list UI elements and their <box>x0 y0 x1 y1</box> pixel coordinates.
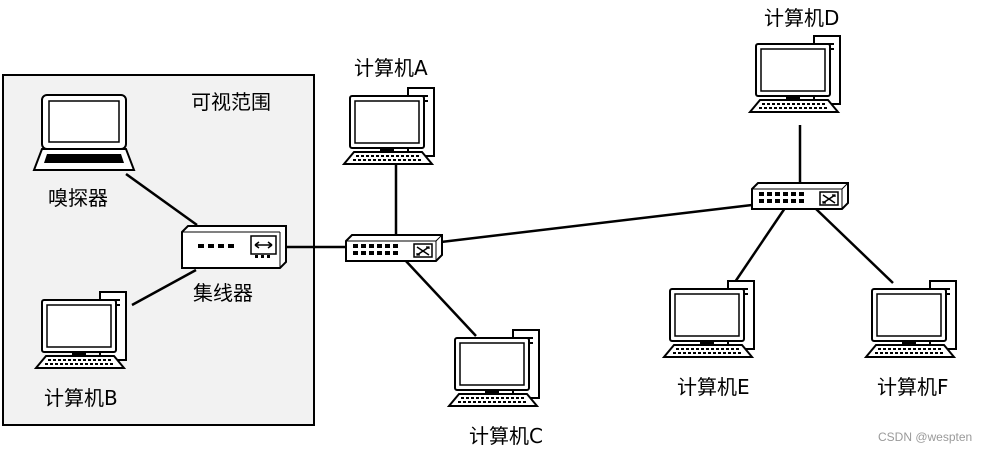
hub-label: 集线器 <box>193 281 253 305</box>
link-switch1-switch2 <box>440 203 753 244</box>
watermark: CSDN @wespten <box>878 430 972 444</box>
hub-node: 集线器 <box>181 225 287 305</box>
switch-icon <box>345 234 443 262</box>
computerD-node: 计算机D <box>749 6 841 113</box>
desktop-computer-icon <box>35 291 127 369</box>
link-switch1-computerC <box>404 259 477 337</box>
computerC-label: 计算机C <box>469 424 543 448</box>
switch-icon <box>751 182 849 210</box>
link-computerB-hub <box>131 268 197 307</box>
desktop-computer-icon <box>448 329 540 407</box>
desktop-computer-icon <box>749 35 841 113</box>
link-sniffer-hub <box>125 172 198 227</box>
link-switch2-computerE <box>733 207 787 283</box>
sniffer-node: 嗅探器 <box>32 94 136 210</box>
computerB-label: 计算机B <box>44 386 118 410</box>
visible-region-label: 可视范围 <box>191 90 271 114</box>
computerF-label: 计算机F <box>877 375 949 399</box>
sniffer-label: 嗅探器 <box>48 186 108 210</box>
desktop-computer-icon <box>865 280 957 358</box>
network-links <box>125 125 894 337</box>
computerA-label: 计算机A <box>354 56 428 80</box>
computerA-node: 计算机A <box>343 56 435 165</box>
link-switch2-computerF <box>814 207 894 284</box>
desktop-computer-icon <box>343 87 435 165</box>
computerB-node: 计算机B <box>35 291 127 410</box>
computerE-label: 计算机E <box>677 375 750 399</box>
computerD-label: 计算机D <box>764 6 839 30</box>
computerF-node: 计算机F <box>865 280 957 399</box>
hub-icon <box>181 225 287 269</box>
computerE-node: 计算机E <box>663 280 755 399</box>
computerC-node: 计算机C <box>448 329 543 448</box>
laptop-icon <box>32 94 136 171</box>
desktop-computer-icon <box>663 280 755 358</box>
